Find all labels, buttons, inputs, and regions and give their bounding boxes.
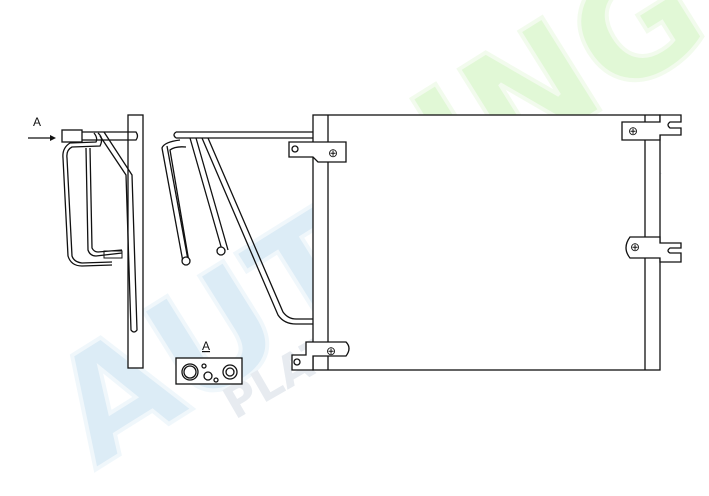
clip bbox=[103, 250, 123, 259]
detail-view-a: A bbox=[175, 339, 243, 385]
svg-text:⊕: ⊕ bbox=[628, 124, 638, 138]
arrow-head-icon bbox=[50, 135, 56, 141]
fitting bbox=[61, 129, 83, 143]
svg-text:⊕: ⊕ bbox=[630, 240, 640, 254]
bracket-bottom-left bbox=[291, 341, 350, 371]
pipe-end bbox=[216, 246, 226, 256]
side-view: A bbox=[28, 114, 144, 369]
detail-label: A bbox=[202, 339, 210, 353]
bracket-top-right bbox=[621, 114, 682, 141]
side-tank bbox=[127, 114, 144, 369]
bracket-mid-right bbox=[625, 236, 682, 263]
condenser-core bbox=[312, 114, 661, 371]
svg-text:⊕: ⊕ bbox=[328, 146, 338, 160]
pipe-end bbox=[181, 256, 191, 266]
view-arrow-label: A bbox=[33, 115, 41, 129]
pipe-view bbox=[161, 131, 313, 325]
condenser-front-view: ⊕ ⊕ ⊕ ⊕ bbox=[288, 114, 682, 371]
svg-text:⊕: ⊕ bbox=[326, 344, 336, 358]
bracket-top-left bbox=[288, 141, 347, 163]
